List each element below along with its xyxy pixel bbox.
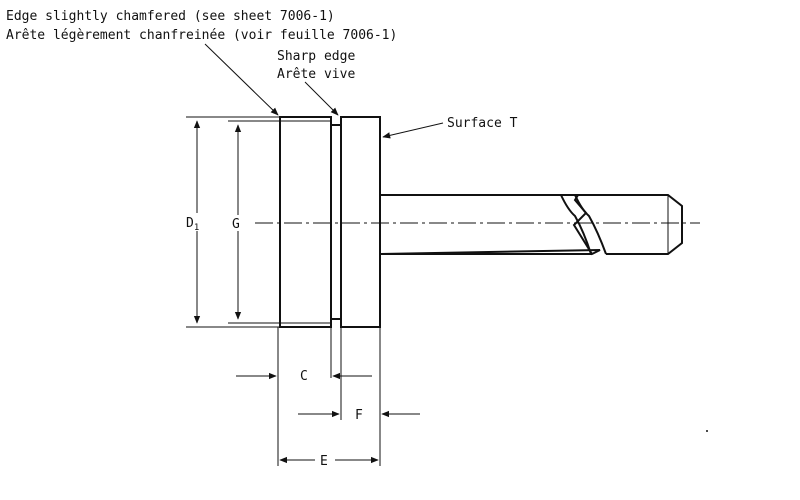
groove-section bbox=[330, 124, 342, 320]
flange-section bbox=[340, 116, 381, 328]
g-label-bg bbox=[229, 215, 247, 231]
e-label: E bbox=[320, 454, 328, 469]
d1-label-bg bbox=[182, 213, 212, 231]
chamfer-leader-line bbox=[204, 43, 279, 116]
chamfered-disc-section bbox=[279, 116, 332, 328]
shaft-break-left bbox=[560, 194, 592, 255]
c-label: C bbox=[300, 369, 308, 384]
edge-chamfered-label-fr: Arête légèrement chanfreinée (voir feuil… bbox=[6, 28, 397, 43]
f-label: F bbox=[355, 408, 363, 423]
speck bbox=[706, 430, 708, 432]
shaft-outline-partial bbox=[379, 194, 601, 256]
sharp-edge-label-fr: Arête vive bbox=[277, 67, 355, 82]
surface-t-label: Surface T bbox=[447, 116, 518, 131]
sharp-edge-leader-line bbox=[304, 81, 339, 116]
shaft-break-right bbox=[574, 194, 607, 255]
d1-label-main: D bbox=[186, 216, 194, 231]
shaft-right-end bbox=[575, 194, 683, 255]
e-label-bg bbox=[315, 452, 335, 468]
d1-label-subscript: 1 bbox=[194, 223, 199, 233]
surface-t-leader-line bbox=[382, 122, 444, 139]
g-label: G bbox=[232, 217, 240, 232]
edge-chamfered-label-en: Edge slightly chamfered (see sheet 7006-… bbox=[6, 9, 335, 24]
sharp-edge-label-en: Sharp edge bbox=[277, 49, 355, 64]
d1-label: D1 bbox=[186, 216, 199, 233]
